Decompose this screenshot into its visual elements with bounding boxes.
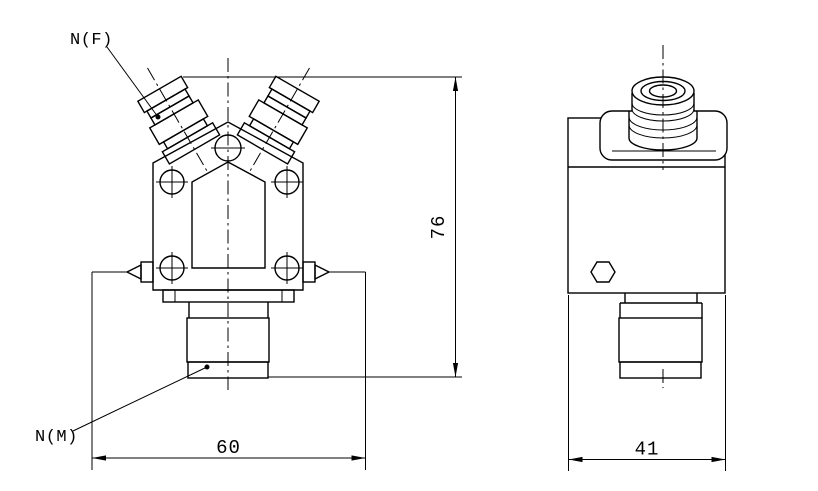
screw-upper-left: [156, 166, 188, 198]
knurl-side: [618, 317, 703, 363]
nf-leader-line: [106, 46, 159, 118]
dim-41-text: 41: [635, 439, 660, 461]
side-view: 41: [567, 45, 728, 471]
screw-upper-right: [271, 166, 303, 198]
hex-socket: [590, 261, 616, 283]
side-pin-right: [302, 261, 331, 283]
nm-leader-line: [72, 366, 208, 432]
dimension-depth-41: 41: [568, 295, 726, 471]
nf-leader-dot: [155, 114, 161, 120]
nm-leader-dot: [204, 364, 210, 370]
nm-label: N(M): [35, 428, 78, 447]
side-pin-left: [125, 261, 154, 283]
dim-76-text: 76: [428, 215, 450, 240]
nf-label: N(F): [70, 31, 113, 50]
screw-lower-right: [271, 252, 303, 284]
dimension-height-76: 76: [183, 76, 462, 378]
screw-top: [211, 134, 245, 162]
screw-lower-left: [156, 252, 188, 284]
n-male-connector: [162, 289, 295, 379]
front-view: N(F) N(M) 60 76: [35, 31, 462, 470]
dimension-width-60: 60: [91, 271, 366, 470]
nf-callout: N(F): [70, 31, 161, 120]
nm-callout: N(M): [35, 364, 210, 447]
side-bottom-connector: [618, 293, 703, 379]
dim-60-text: 60: [216, 437, 241, 459]
